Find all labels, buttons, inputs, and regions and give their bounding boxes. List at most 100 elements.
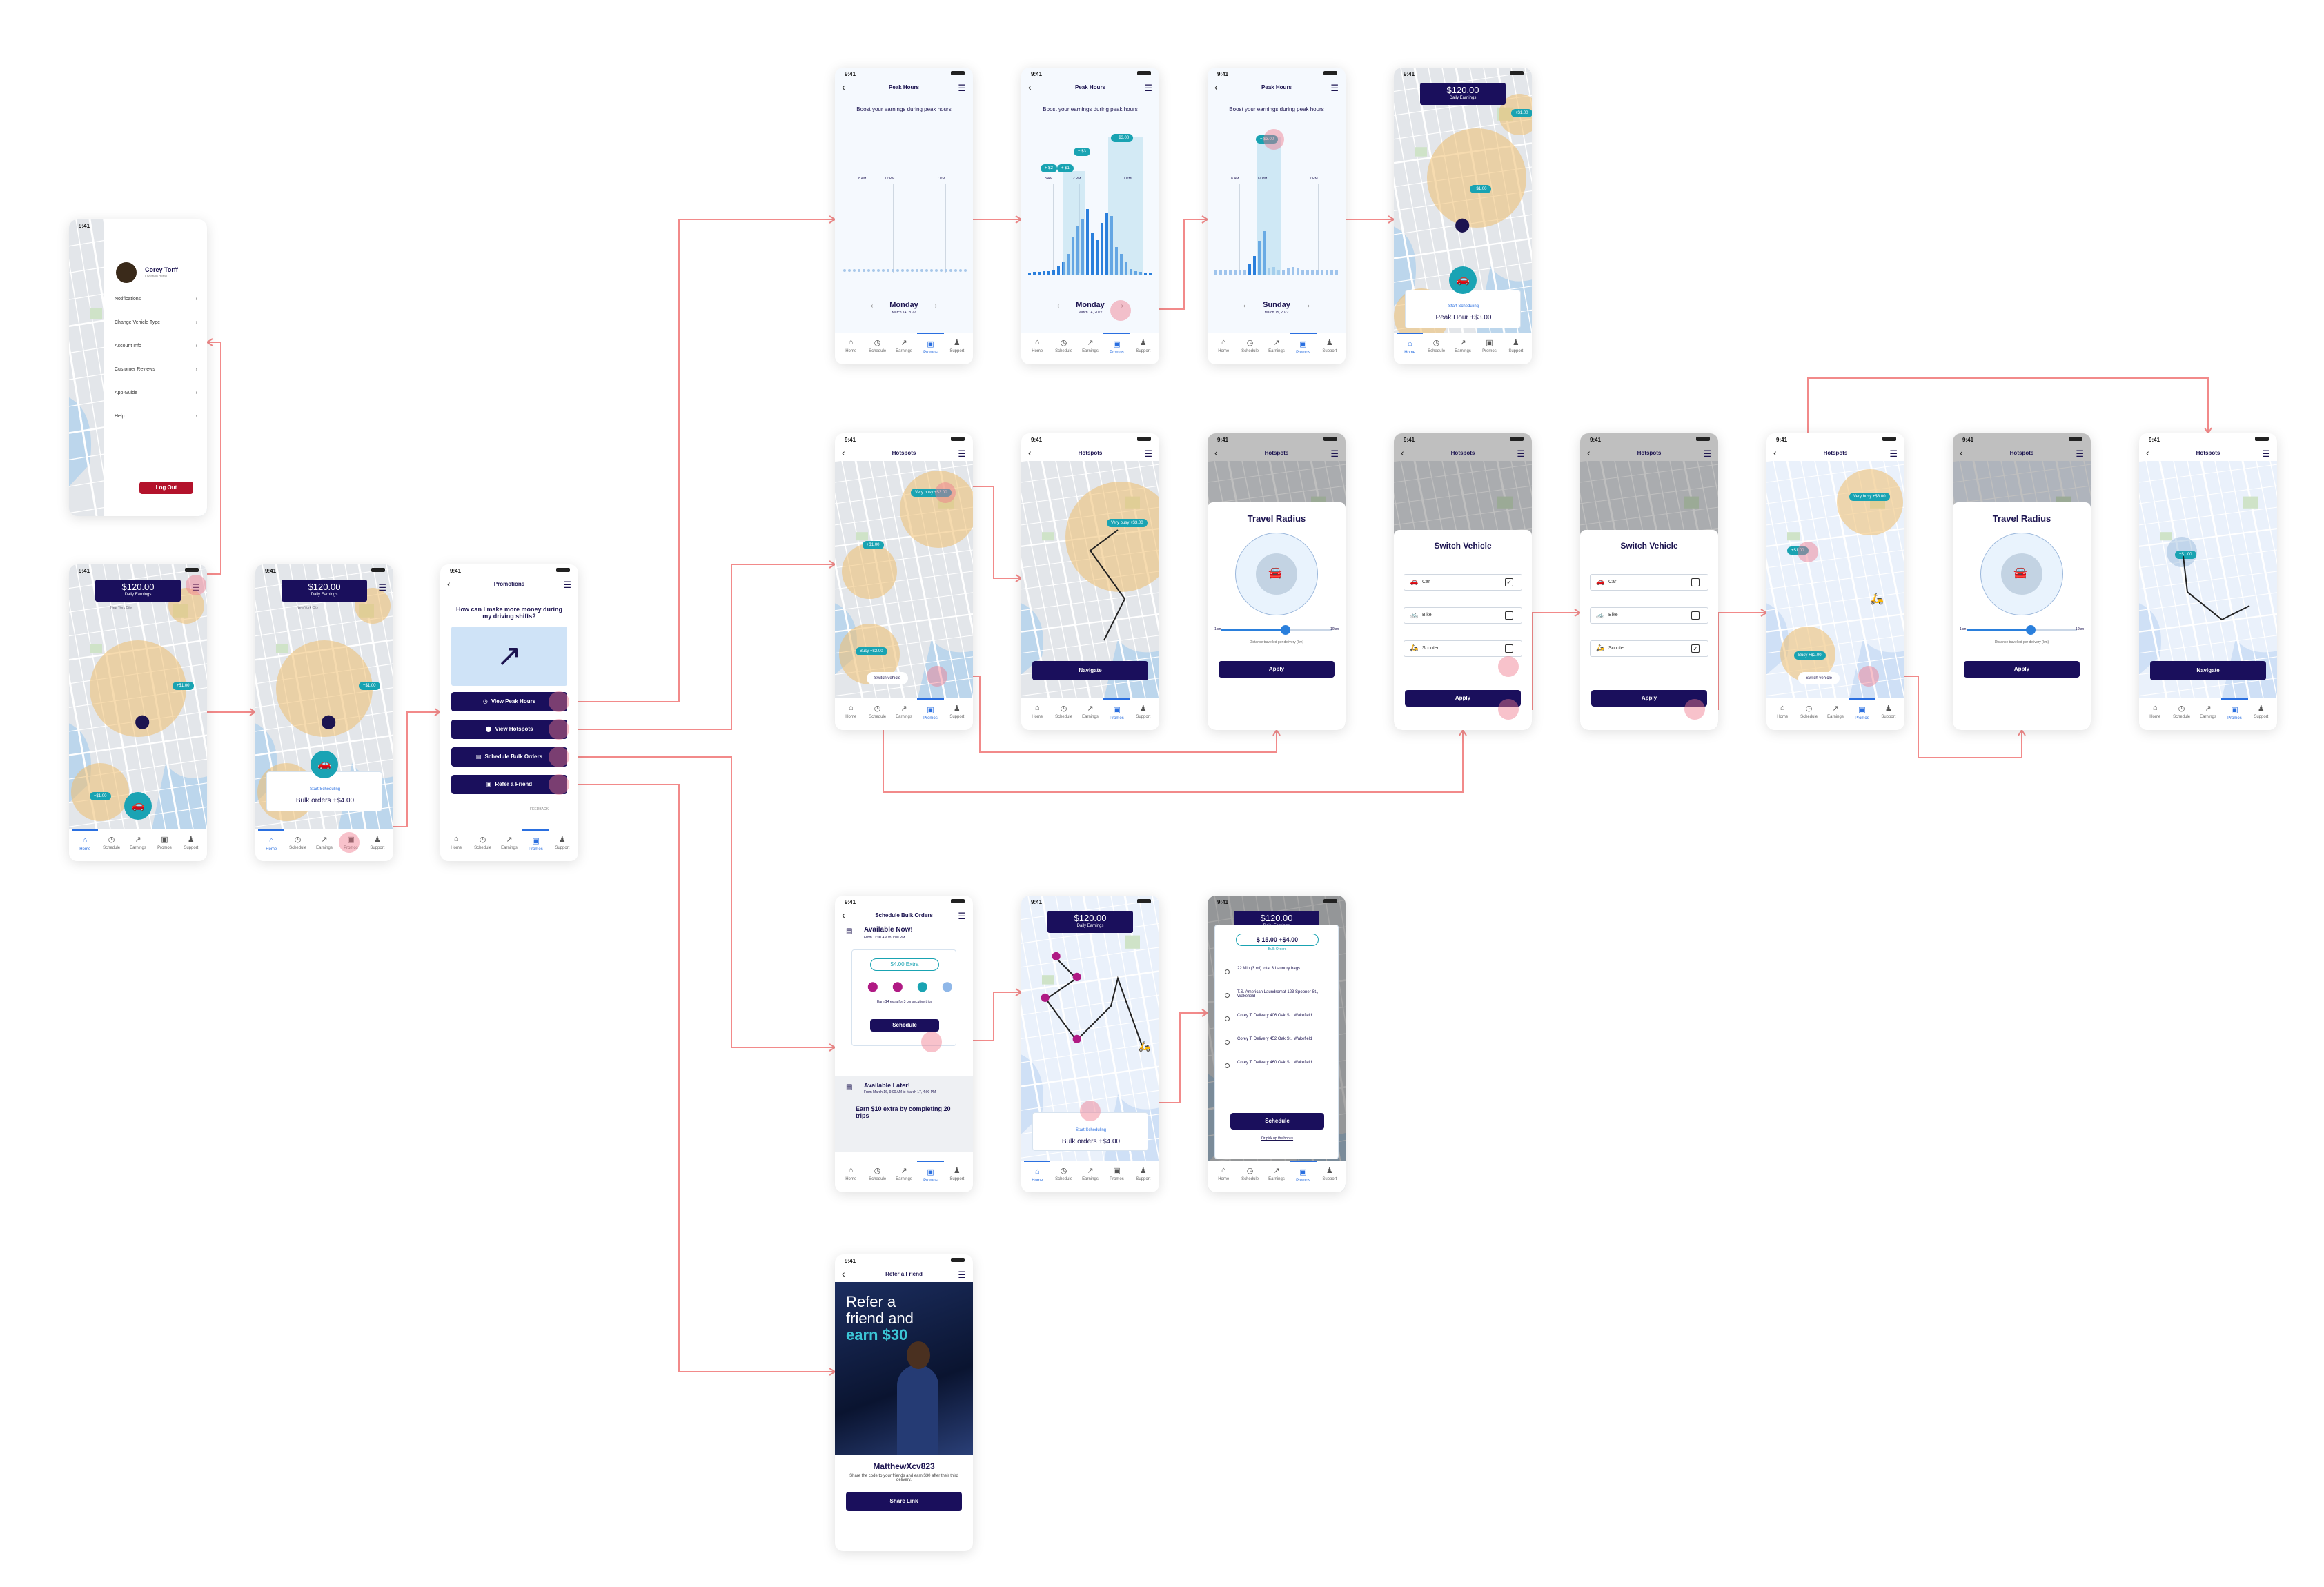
nav-item-schedule[interactable]: ◷Schedule	[1795, 698, 1822, 730]
nav-item-schedule[interactable]: ◷Schedule	[98, 829, 124, 861]
nav-item-schedule[interactable]: ◷Schedule	[284, 829, 311, 861]
car-icon[interactable]: 🚗	[311, 751, 338, 778]
menu-icon[interactable]: ☰	[1330, 83, 1339, 93]
nav-item-home[interactable]: ⌂Home	[1397, 333, 1424, 364]
menu-icon[interactable]: ☰	[2262, 448, 2270, 459]
profile-menu-item[interactable]: Help›	[115, 414, 197, 428]
switch-vehicle-chip[interactable]: Switch vehicle	[867, 672, 908, 684]
nav-item-schedule[interactable]: ◷Schedule	[864, 698, 890, 730]
nav-item-promos[interactable]: ▣Promos	[917, 698, 944, 730]
nav-item-home[interactable]: ⌂Home	[1769, 698, 1795, 730]
share-link-button[interactable]: Share Link	[846, 1492, 962, 1511]
chevron-left-icon[interactable]: ‹	[1243, 302, 1246, 310]
switch-vehicle-chip[interactable]: Switch vehicle	[1798, 672, 1840, 684]
nav-item-schedule[interactable]: ◷Schedule	[1237, 1161, 1263, 1192]
promo-button[interactable]: ⬤View Hotspots	[451, 720, 567, 739]
nav-item-promos[interactable]: ▣Promos	[917, 333, 944, 364]
vehicle-option[interactable]: 🛵Scooter	[1404, 640, 1522, 657]
menu-icon[interactable]: ☰	[958, 83, 966, 93]
nav-item-support[interactable]: ♟Support	[549, 829, 575, 861]
nav-item-home[interactable]: ⌂Home	[1024, 333, 1050, 364]
vehicle-option[interactable]: 🛵Scooter✓	[1590, 640, 1708, 657]
nav-item-home[interactable]: ⌂Home	[258, 829, 285, 861]
nav-item-home[interactable]: ⌂Home	[838, 698, 864, 730]
back-arrow-icon[interactable]: ‹	[1214, 447, 1218, 458]
nav-item-home[interactable]: ⌂Home	[838, 1161, 864, 1192]
checkbox[interactable]	[1505, 644, 1513, 653]
nav-item-earnings[interactable]: ↗Earnings	[1077, 333, 1103, 364]
profile-menu-item[interactable]: Notifications›	[115, 297, 197, 310]
navigate-button[interactable]: Navigate	[1032, 661, 1148, 680]
nav-item-home[interactable]: ⌂Home	[838, 333, 864, 364]
nav-item-promos[interactable]: ▣Promos	[522, 829, 549, 861]
checkbox[interactable]: ✓	[1691, 644, 1700, 653]
checkbox[interactable]: ✓	[1505, 578, 1513, 586]
profile-menu-item[interactable]: Customer Reviews›	[115, 367, 197, 381]
nav-item-earnings[interactable]: ↗Earnings	[2195, 698, 2221, 730]
menu-icon[interactable]: ☰	[958, 448, 966, 459]
chevron-right-icon[interactable]: ›	[1121, 302, 1123, 310]
profile-menu-item[interactable]: Change Vehicle Type›	[115, 320, 197, 334]
back-arrow-icon[interactable]: ‹	[842, 447, 845, 458]
chevron-left-icon[interactable]: ‹	[1057, 302, 1060, 310]
apply-button[interactable]: Apply	[1219, 661, 1335, 678]
profile-menu-item[interactable]: App Guide›	[115, 391, 197, 404]
nav-item-support[interactable]: ♟Support	[944, 1161, 970, 1192]
back-arrow-icon[interactable]: ‹	[842, 909, 845, 920]
nav-item-promos[interactable]: ▣Promos	[1103, 333, 1130, 364]
nav-item-promos[interactable]: ▣Promos	[917, 1161, 944, 1192]
nav-item-support[interactable]: ♟Support	[1875, 698, 1902, 730]
nav-item-earnings[interactable]: ↗Earnings	[1263, 333, 1290, 364]
logout-button[interactable]: Log Out	[139, 482, 193, 494]
back-arrow-icon[interactable]: ‹	[1401, 447, 1404, 458]
radius-slider-thumb[interactable]	[1281, 625, 1290, 635]
nav-item-home[interactable]: ⌂Home	[443, 829, 469, 861]
nav-item-earnings[interactable]: ↗Earnings	[1077, 698, 1103, 730]
back-arrow-icon[interactable]: ‹	[842, 1268, 845, 1279]
vehicle-option[interactable]: 🚗Car✓	[1404, 574, 1522, 591]
nav-item-earnings[interactable]: ↗Earnings	[496, 829, 522, 861]
nav-item-home[interactable]: ⌂Home	[1024, 698, 1050, 730]
nav-item-promos[interactable]: ▣Promos	[1103, 1161, 1130, 1192]
nav-item-support[interactable]: ♟Support	[944, 698, 970, 730]
nav-item-home[interactable]: ⌂Home	[72, 829, 99, 861]
menu-icon[interactable]: ☰	[1144, 448, 1152, 459]
checkbox[interactable]	[1505, 611, 1513, 620]
nav-item-earnings[interactable]: ↗Earnings	[1822, 698, 1849, 730]
chevron-left-icon[interactable]: ‹	[871, 302, 874, 310]
car-icon[interactable]: 🚗	[124, 792, 152, 820]
chevron-right-icon[interactable]: ›	[1307, 302, 1310, 310]
nav-item-support[interactable]: ♟Support	[1130, 1161, 1156, 1192]
menu-icon[interactable]: ☰	[1889, 448, 1898, 459]
menu-icon[interactable]: ☰	[1330, 448, 1339, 459]
nav-item-schedule[interactable]: ◷Schedule	[1050, 1161, 1076, 1192]
nav-item-earnings[interactable]: ↗Earnings	[1450, 333, 1476, 364]
menu-icon[interactable]: ☰	[958, 1270, 966, 1280]
nav-item-support[interactable]: ♟Support	[364, 829, 391, 861]
apply-button[interactable]: Apply	[1964, 661, 2080, 678]
promo-button[interactable]: ▤Schedule Bulk Orders	[451, 747, 567, 767]
back-arrow-icon[interactable]: ‹	[1773, 447, 1777, 458]
nav-item-support[interactable]: ♟Support	[1130, 333, 1156, 364]
promo-button[interactable]: ◷View Peak Hours	[451, 692, 567, 711]
nav-item-support[interactable]: ♟Support	[1317, 333, 1343, 364]
profile-menu-item[interactable]: Account Info›	[115, 344, 197, 357]
nav-item-schedule[interactable]: ◷Schedule	[1237, 333, 1263, 364]
menu-icon[interactable]: ☰	[958, 911, 966, 921]
nav-item-home[interactable]: ⌂Home	[1210, 1161, 1237, 1192]
nav-item-promos[interactable]: ▣Promos	[1476, 333, 1502, 364]
menu-icon[interactable]: ☰	[1517, 448, 1525, 459]
nav-item-schedule[interactable]: ◷Schedule	[469, 829, 495, 861]
back-arrow-icon[interactable]: ‹	[842, 81, 845, 92]
checkbox[interactable]	[1691, 578, 1700, 586]
nav-item-schedule[interactable]: ◷Schedule	[864, 333, 890, 364]
nav-item-earnings[interactable]: ↗Earnings	[125, 829, 151, 861]
nav-item-promos[interactable]: ▣Promos	[151, 829, 177, 861]
nav-item-home[interactable]: ⌂Home	[2142, 698, 2168, 730]
back-arrow-icon[interactable]: ‹	[447, 578, 451, 589]
nav-item-support[interactable]: ♟Support	[944, 333, 970, 364]
vehicle-option[interactable]: 🚲Bike	[1404, 607, 1522, 624]
nav-item-earnings[interactable]: ↗Earnings	[891, 1161, 917, 1192]
nav-item-earnings[interactable]: ↗Earnings	[1077, 1161, 1103, 1192]
nav-item-promos[interactable]: ▣Promos	[1103, 698, 1130, 730]
